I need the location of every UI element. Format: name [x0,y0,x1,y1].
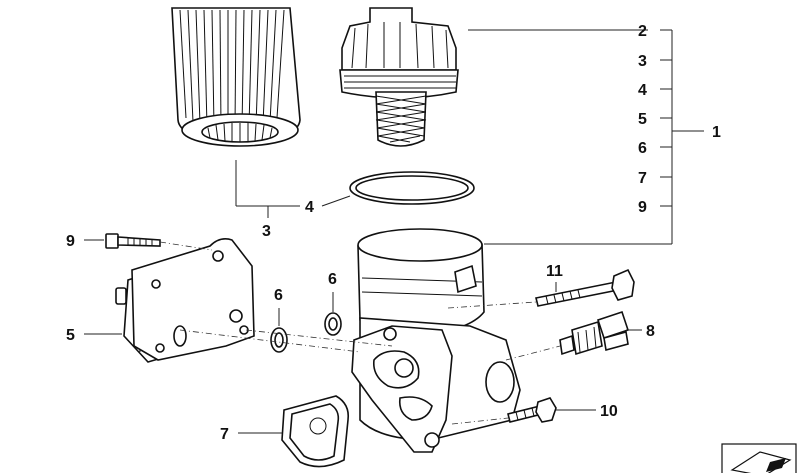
oil-cooler[interactable] [115,238,255,363]
callout-11: 11 [546,263,563,280]
callout-5-cooler: 5 [66,327,75,344]
housing-gasket[interactable] [281,395,350,468]
diagram-symbol-box [721,443,797,473]
callout-10: 10 [600,403,618,420]
callout-2: 2 [638,23,647,40]
bolt-right[interactable] [507,397,557,423]
callout-3-filter: 3 [262,223,271,240]
assembly-lines [159,241,561,425]
oil-pressure-sensor[interactable] [559,310,630,356]
oil-filter-cap[interactable] [339,7,459,147]
callout-1: 1 [712,124,721,141]
callout-7: 7 [638,170,647,187]
bolt-left[interactable] [105,233,161,249]
callout-6-right: 6 [328,271,337,288]
seal-ring-left[interactable] [270,327,288,353]
leader-lines [84,29,704,434]
callout-6-left: 6 [274,287,283,304]
o-ring-inner [355,175,469,201]
callout-6: 6 [638,140,647,157]
seal-ring-right[interactable] [324,312,342,336]
callout-7-gasket: 7 [220,426,229,443]
oil-filter-element[interactable] [171,7,301,147]
callout-4-oring: 4 [305,199,314,216]
callout-4: 4 [638,82,647,99]
callout-8: 8 [646,323,655,340]
callout-3: 3 [638,53,647,70]
callout-9: 9 [638,199,647,216]
long-bolt[interactable] [535,268,635,307]
oil-filter-housing[interactable] [351,228,521,453]
callout-9-bolt: 9 [66,233,75,250]
callout-5: 5 [638,111,647,128]
